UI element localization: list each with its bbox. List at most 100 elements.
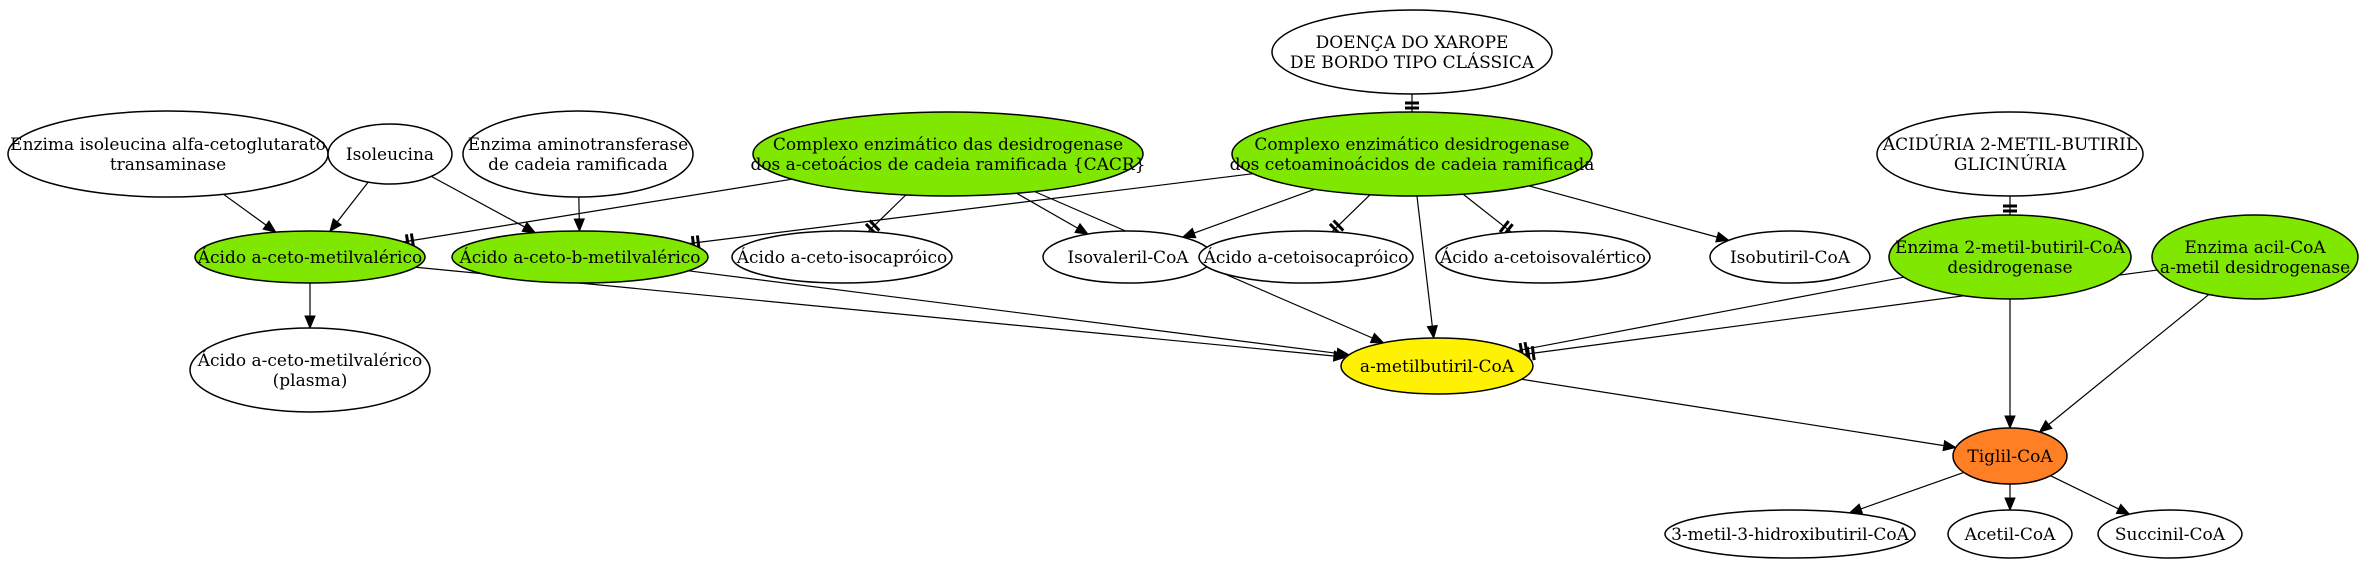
edge-arrowhead xyxy=(304,315,316,330)
edge-arrowhead xyxy=(262,220,277,233)
edge-cacr-to-acic xyxy=(864,194,907,236)
edge-line xyxy=(688,270,1338,354)
edge-arrowhead xyxy=(1369,332,1385,344)
node-label: a-metil desidrogenase xyxy=(2160,258,2350,278)
node-ellipse xyxy=(189,327,431,413)
edge-acbmv-to-amb xyxy=(688,270,1351,359)
edge-line xyxy=(1016,192,1078,229)
edge-inhibition-bar xyxy=(1498,220,1510,234)
edge-line xyxy=(1860,471,1964,510)
node-label: dos a-cetoácios de cadeia ramificada {CA… xyxy=(750,155,1145,175)
edge-arrowhead xyxy=(1181,227,1197,239)
edge-arrowhead xyxy=(1335,347,1351,359)
node-label: a-metilbutiril-CoA xyxy=(1360,357,1515,377)
edge-arrowhead xyxy=(2115,503,2131,515)
node-ellipse xyxy=(1198,230,1414,284)
node-label: Ácido a-ceto-b-metilvalérico xyxy=(458,247,700,268)
edge-line xyxy=(2050,475,2119,510)
edge-line xyxy=(1416,195,1433,327)
node-label: 3-metil-3-hidroxibutiril-CoA xyxy=(1671,525,1909,545)
node-ellipse xyxy=(451,230,709,284)
edge-inhibition-bar xyxy=(868,219,881,232)
node-ellipse xyxy=(462,110,694,198)
node-acetoisocap: Ácido a-cetoisocapróico xyxy=(1198,230,1414,284)
edge-aciduria-to-enz2mb xyxy=(2003,196,2017,215)
node-acetoisoval: Ácido a-cetoisovalértico xyxy=(1435,230,1651,284)
node-label: Acetil-CoA xyxy=(1964,525,2057,545)
node-label: Complexo enzimático desidrogenase xyxy=(1254,135,1569,155)
node-label: DOENÇA DO XAROPE xyxy=(1316,33,1509,53)
edge-arrowhead xyxy=(521,221,537,234)
edge-inhibition-bar xyxy=(1530,346,1536,361)
edge-arrowhead xyxy=(1715,231,1730,243)
node-acmv_plasma: Ácido a-ceto-metilvalérico(plasma) xyxy=(189,327,431,413)
edge-arrowhead xyxy=(2038,419,2053,433)
edge-complexo2-to-isobutiril xyxy=(1528,185,1730,243)
node-ellipse xyxy=(1664,509,1916,559)
node-label: Enzima aminotransferase xyxy=(468,135,688,155)
node-label: Ácido a-ceto-metilvalérico xyxy=(197,247,422,268)
edge-enz2mb-to-amb xyxy=(1517,276,1905,358)
node-label: de cadeia ramificada xyxy=(488,155,668,175)
node-label: Complexo enzimático das desidrogenase xyxy=(773,135,1123,155)
node-ellipse xyxy=(2151,214,2359,300)
node-label: (plasma) xyxy=(273,371,348,391)
edge-enz_amino-to-acbmv xyxy=(573,196,586,233)
edge-cacr-to-isovaleril xyxy=(1016,192,1090,235)
node-label: transaminase xyxy=(110,155,226,175)
edge-isoleucina-to-acmv xyxy=(329,181,369,233)
edge-line xyxy=(689,173,1254,245)
edge-line xyxy=(223,193,267,226)
node-label: desidrogenase xyxy=(1947,258,2072,278)
edge-enzacil-to-tiglil xyxy=(2038,294,2210,433)
node-ellipse xyxy=(1876,111,2144,197)
node-enz_iso: Enzima isoleucina alfa-cetoglutaratotran… xyxy=(7,110,329,198)
edge-line xyxy=(403,178,793,243)
node-ellipse xyxy=(2097,509,2243,559)
edge-line xyxy=(1521,378,1944,447)
node-tiglil: Tiglil-CoA xyxy=(1952,427,2068,485)
edge-line xyxy=(1528,185,1718,238)
edge-arrowhead xyxy=(1942,439,1957,452)
node-label: Isoleucina xyxy=(346,145,434,165)
node-succinil: Succinil-CoA xyxy=(2097,509,2243,559)
node-label: Isovaleril-CoA xyxy=(1067,248,1189,268)
node-label: Succinil-CoA xyxy=(2115,525,2226,545)
edge-tiglil-to-hidroxi xyxy=(1848,471,1964,515)
node-cacr: Complexo enzimático das desidrogenasedos… xyxy=(750,111,1146,197)
edge-isoleucina-to-acbmv xyxy=(430,175,537,234)
node-ellipse xyxy=(1231,111,1593,197)
node-acic: Ácido a-ceto-isocapróico xyxy=(731,230,953,284)
node-label: Ácido a-ceto-isocapróico xyxy=(736,247,948,268)
node-label: DE BORDO TIPO CLÁSSICA xyxy=(1290,52,1535,73)
edge-complexo2-to-acetoisoval xyxy=(1462,193,1514,237)
edge-acmv-to-acmv_plasma xyxy=(304,283,316,330)
edge-arrowhead xyxy=(1074,222,1090,235)
edge-line xyxy=(1193,188,1315,234)
node-amb: a-metilbutiril-CoA xyxy=(1340,337,1534,395)
node-label: Enzima 2-metil-butiril-CoA xyxy=(1895,238,2126,258)
node-ellipse xyxy=(1952,427,2068,485)
node-acmv: Ácido a-ceto-metilvalérico xyxy=(194,230,426,284)
edge-amb-to-tiglil xyxy=(1521,378,1957,452)
edge-complexo2-to-acetoisocap xyxy=(1328,194,1371,236)
node-label: Enzima isoleucina alfa-cetoglutarato xyxy=(10,135,326,155)
edge-complexo2-to-amb xyxy=(1416,195,1438,340)
node-acetil: Acetil-CoA xyxy=(1947,509,2073,559)
edge-arrowhead xyxy=(2004,497,2016,512)
edge-complexo2-to-isovaleril xyxy=(1181,188,1315,239)
node-label: Enzima acil-CoA xyxy=(2184,238,2326,258)
node-label: Tiglil-CoA xyxy=(1967,447,2053,467)
node-isovaleril: Isovaleril-CoA xyxy=(1042,230,1214,284)
edge-msud-to-complexo2 xyxy=(1405,94,1419,112)
edge-arrowhead xyxy=(329,217,343,233)
node-ellipse xyxy=(1888,214,2132,300)
